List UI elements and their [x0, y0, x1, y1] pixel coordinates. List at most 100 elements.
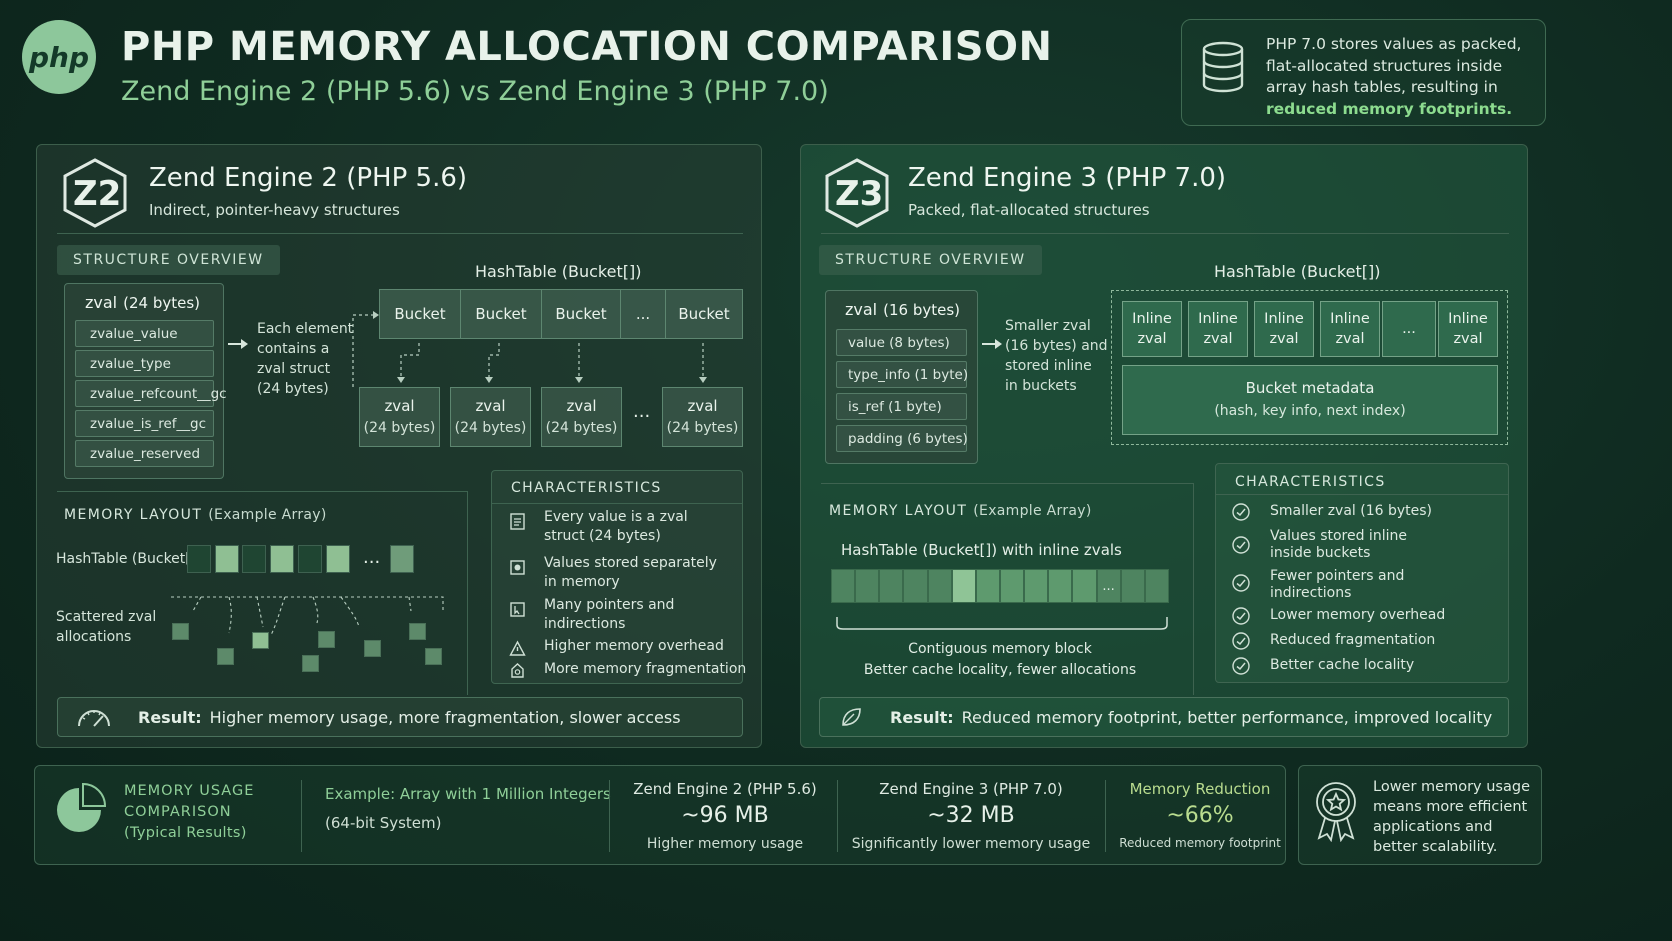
stat-value: ~96 MB	[681, 803, 769, 828]
bucket-metadata-sub: (hash, key info, next index)	[1214, 403, 1406, 419]
hashtable-label: HashTable (Bucket[])	[475, 262, 642, 281]
memory-cell	[187, 545, 211, 573]
speedometer-icon	[78, 710, 110, 727]
divider	[821, 233, 1509, 234]
memory-layout-sub: (Example Array)	[208, 507, 327, 523]
zval-struct-box: zval(24 bytes) zvalue_value zvalue_type …	[64, 283, 227, 479]
zval-size: (24 bytes)	[123, 294, 201, 312]
description-line: in buckets	[1005, 378, 1077, 394]
scatter-connectors	[171, 596, 444, 636]
zval-allocation	[302, 655, 319, 672]
contiguous-memory-block: ...	[831, 569, 1169, 603]
characteristic-item: Higher memory overhead	[544, 638, 724, 654]
description-line: (24 bytes)	[257, 381, 329, 397]
logo-text: php	[28, 40, 90, 74]
panel-title: Zend Engine 3 (PHP 7.0)	[908, 163, 1227, 193]
check-circle-icon	[1232, 536, 1250, 554]
scalability-line: applications and	[1373, 819, 1493, 835]
zval-allocation	[364, 640, 381, 657]
stat-reduction: Memory Reduction ~66% Reduced memory foo…	[1115, 780, 1285, 850]
bucket-ellipsis: ...	[621, 290, 666, 338]
zval-card-size: (24 bytes)	[666, 420, 739, 436]
zval-allocation	[409, 623, 426, 640]
zval-card-size: (24 bytes)	[363, 420, 436, 436]
inline-cell-label: Inline zval	[1264, 311, 1304, 347]
result-label: Result:	[890, 707, 954, 727]
memory-ellipsis: ...	[1096, 569, 1121, 603]
memory-layout-label: MEMORY LAYOUT (Example Array)	[64, 507, 327, 523]
characteristic-item: Reduced fragmentation	[1270, 632, 1436, 648]
zval-card-size: (24 bytes)	[454, 420, 527, 436]
inline-zval-cell: Inline zval	[1254, 301, 1314, 357]
result-bar: Result: Higher memory usage, more fragme…	[57, 697, 743, 737]
divider	[1105, 780, 1106, 852]
puzzle-icon	[510, 560, 525, 575]
leaf-icon	[842, 708, 861, 726]
divider	[492, 503, 742, 504]
scalability-text: Lower memory usage means more efficient …	[1373, 777, 1530, 857]
warning-icon	[509, 640, 526, 656]
scalability-note: Lower memory usage means more efficient …	[1298, 765, 1542, 865]
document-icon	[510, 513, 525, 530]
stat-engine-3: Zend Engine 3 (PHP 7.0) ~32 MB Significa…	[851, 780, 1091, 852]
structure-overview-tab: STRUCTURE OVERVIEW	[819, 245, 1042, 275]
pie-chart-icon	[57, 782, 107, 832]
characteristic-item: Lower memory overhead	[1270, 607, 1446, 623]
description-line: zval struct	[257, 361, 331, 377]
element-description: Each element contains a zval struct (24 …	[257, 319, 353, 399]
zval-ellipsis: ...	[633, 401, 651, 422]
characteristic-item: Better cache locality	[1270, 657, 1415, 673]
memory-cell	[879, 569, 904, 603]
panel-title: Zend Engine 2 (PHP 5.6)	[149, 163, 468, 193]
scalability-line: means more efficient	[1373, 799, 1528, 815]
check-circle-icon	[1232, 657, 1250, 675]
zval-field: zvalue_is_ref__gc	[75, 410, 214, 437]
characteristics-box: CHARACTERISTICS Smaller zval (16 bytes) …	[1215, 463, 1509, 683]
php-logo: php	[22, 20, 96, 94]
result-text: Higher memory usage, more fragmentation,…	[209, 707, 681, 727]
result-text: Reduced memory footprint, better perform…	[961, 707, 1493, 727]
memory-cell	[951, 569, 976, 603]
zval-size: (16 bytes)	[883, 301, 961, 319]
z3-badge: Z3	[835, 174, 884, 214]
zval-allocation	[318, 631, 335, 648]
zval-allocation	[425, 648, 442, 665]
panel-subtitle: Indirect, pointer-heavy structures	[149, 201, 400, 219]
description-line: Smaller zval	[1005, 318, 1091, 334]
zval-header: zval(16 bytes)	[845, 300, 960, 319]
bucket-cell: Bucket	[542, 290, 621, 338]
characteristic-line: Values stored inline	[1270, 528, 1407, 544]
stat-sub: Higher memory usage	[646, 836, 804, 852]
stat-engine-2: Zend Engine 2 (PHP 5.6) ~96 MB Higher me…	[615, 780, 835, 852]
divider	[57, 233, 743, 234]
characteristic-item: Smaller zval (16 bytes)	[1270, 503, 1433, 519]
panel-subtitle: Packed, flat-allocated structures	[908, 201, 1150, 219]
divider	[57, 491, 467, 492]
memory-cell	[1120, 569, 1145, 603]
memory-cell	[1144, 569, 1169, 603]
divider	[837, 780, 838, 852]
bucket-container: Inline zval Inline zval Inline zval Inli…	[1111, 290, 1508, 445]
comparison-line: COMPARISON	[124, 804, 232, 820]
bucket-metadata: Bucket metadata (hash, key info, next in…	[1122, 365, 1498, 435]
zval-field: type_info (1 byte)	[836, 361, 968, 388]
characteristic-line: inside buckets	[1270, 545, 1371, 561]
stat-sub: Reduced memory footprint	[1119, 836, 1281, 850]
characteristic-line: Values stored separately	[544, 555, 717, 571]
scalability-line: better scalability.	[1373, 839, 1498, 855]
bucket-cell: Bucket	[380, 290, 461, 338]
divider	[609, 780, 610, 852]
inline-zval-cell: Inline zval	[1320, 301, 1380, 357]
pointer-icon	[510, 602, 525, 617]
memory-usage-comparison: MEMORY USAGE COMPARISON (Typical Results…	[34, 765, 1286, 865]
memory-cell	[270, 545, 294, 573]
memory-layout-title: MEMORY LAYOUT	[64, 507, 203, 523]
characteristic-item: Many pointers and indirections	[544, 596, 674, 634]
characteristic-line: Every value is a zval	[544, 509, 688, 525]
bucket-array: Bucket Bucket Bucket ... Bucket	[379, 289, 743, 339]
zval-title: zval	[85, 293, 118, 312]
characteristic-item: Values stored inline inside buckets	[1270, 528, 1407, 562]
zend-engine-3-panel: Z3 Zend Engine 3 (PHP 7.0) Packed, flat-…	[800, 144, 1528, 748]
inline-zval-cell: Inline zval	[1122, 301, 1182, 357]
zval-field: zvalue_refcount__gc	[75, 380, 227, 407]
